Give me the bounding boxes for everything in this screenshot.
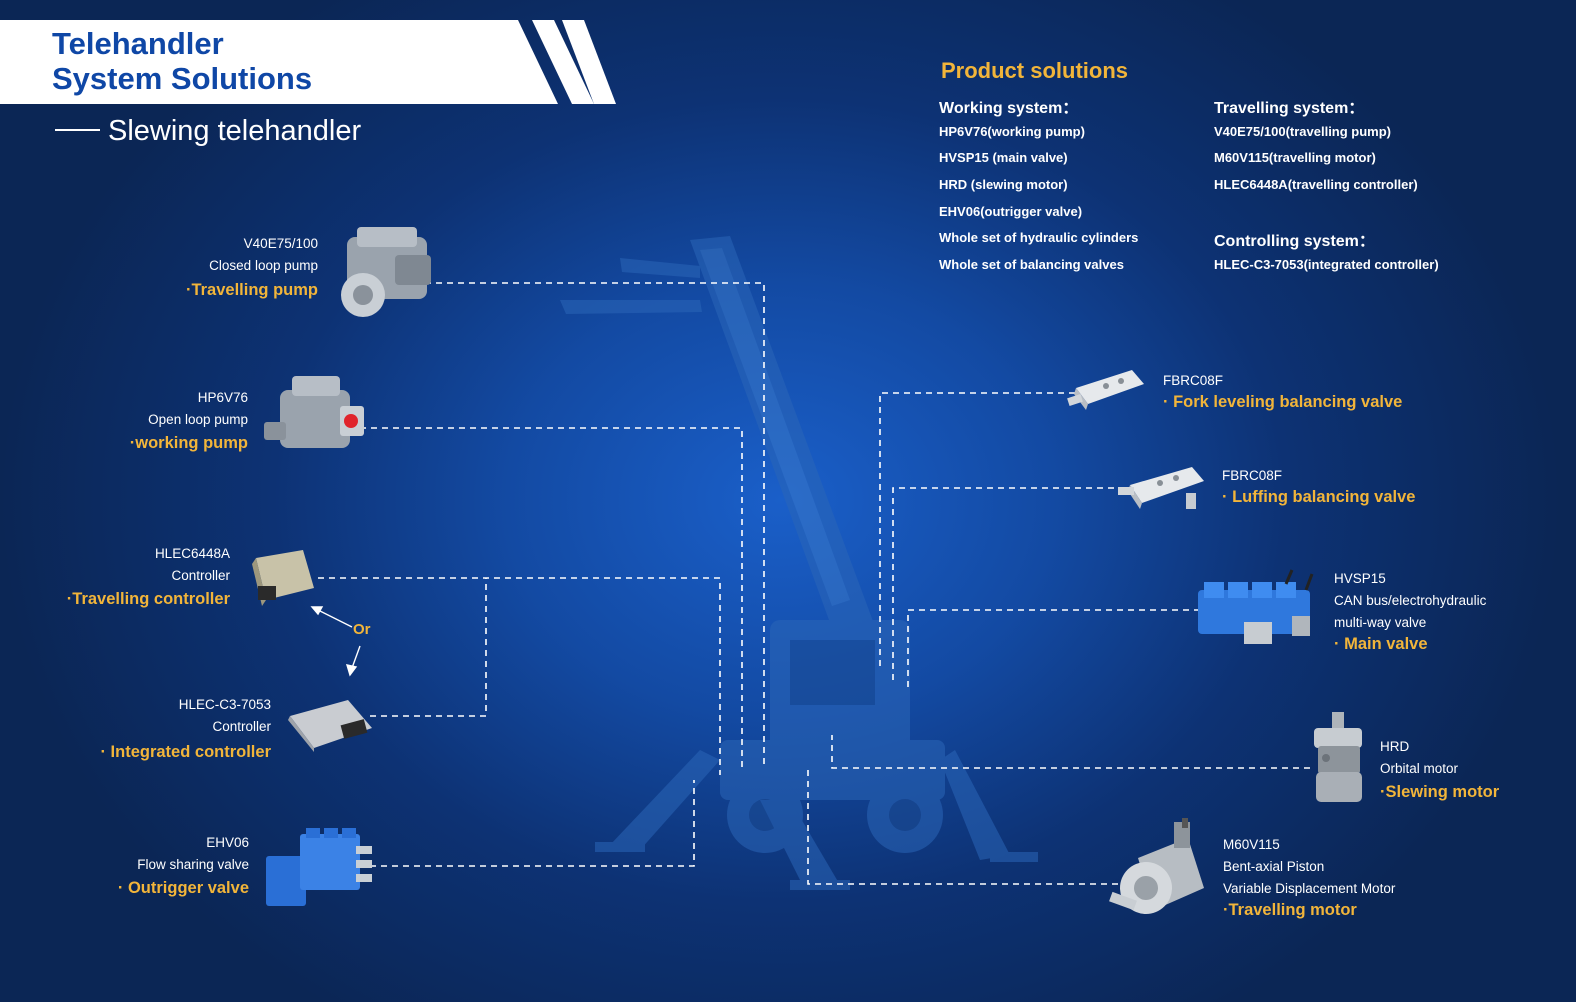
luffing-balancing-valve-icon	[1118, 467, 1204, 509]
component-role: ·Travelling controller	[66, 590, 230, 608]
component-model: HVSP15	[1334, 571, 1386, 586]
connector-fork-leveling-valve	[879, 392, 1075, 670]
component-desc: multi-way valve	[1334, 615, 1427, 630]
travelling-system-item: M60V115(travelling motor)	[1214, 150, 1376, 165]
component-model: EHV06	[206, 835, 249, 850]
working-system-item: Whole set of balancing valves	[939, 257, 1124, 272]
connector-luffing-valve	[892, 487, 1125, 680]
component-role: · Main valve	[1334, 635, 1428, 653]
component-role: · Outrigger valve	[117, 879, 249, 897]
component-role: · Integrated controller	[100, 743, 271, 761]
component-role: ·Travelling pump	[185, 281, 318, 299]
page-title-line2: System Solutions	[52, 61, 313, 96]
working-system-item: Whole set of hydraulic cylinders	[939, 230, 1139, 245]
product-solutions-title: Product solutions	[941, 58, 1128, 83]
component-role: · Luffing balancing valve	[1222, 488, 1416, 506]
open-loop-pump-icon	[264, 376, 364, 448]
or-arrows	[310, 606, 361, 677]
travelling-motor-icon	[1109, 818, 1204, 914]
outrigger-valve-icon	[266, 828, 372, 906]
connector-integrated-controller	[370, 578, 487, 717]
connector-travelling-pump	[425, 282, 765, 765]
component-model: FBRC08F	[1222, 468, 1283, 483]
subtitle-text: Slewing telehandler	[108, 115, 362, 147]
travelling-system-item: HLEC6448A(travelling controller)	[1214, 177, 1418, 192]
working-system-item: HP6V76(working pump)	[939, 124, 1085, 139]
component-model: HP6V76	[197, 390, 248, 405]
page-title-line1: Telehandler	[52, 26, 224, 61]
connector-outrigger-valve	[370, 780, 695, 867]
slewing-motor-icon	[1314, 712, 1362, 802]
component-role: ·working pump	[129, 434, 248, 452]
connector-travelling-motor	[807, 770, 1118, 885]
component-desc: Controller	[171, 568, 230, 583]
component-model: M60V115	[1223, 837, 1280, 852]
component-model: HLEC6448A	[154, 546, 230, 561]
component-role: ·Travelling motor	[1223, 901, 1357, 919]
component-model: FBRC08F	[1163, 373, 1224, 388]
component-model: HRD	[1380, 739, 1410, 754]
travelling-controller-icon	[252, 550, 314, 606]
header-banner	[0, 20, 616, 104]
connector-main-valve	[907, 609, 1200, 690]
integrated-controller-icon	[288, 700, 372, 752]
component-desc: Orbital motor	[1380, 761, 1459, 776]
component-desc: Variable Displacement Motor	[1223, 881, 1396, 896]
or-label: Or	[353, 621, 371, 638]
working-system-item: EHV06(outrigger valve)	[939, 204, 1083, 219]
connector-working-pump	[360, 427, 743, 770]
page-subtitle: Slewing telehandler	[55, 112, 361, 150]
component-desc: CAN bus/electrohydraulic	[1334, 593, 1487, 608]
fork-leveling-balancing-valve-icon	[1067, 370, 1144, 410]
component-desc: Controller	[212, 719, 271, 734]
connector-slewing-motor	[831, 735, 1310, 769]
controlling-system-heading: Controlling system：	[1214, 233, 1375, 250]
component-desc: Flow sharing valve	[137, 857, 249, 872]
component-desc: Bent-axial Piston	[1223, 859, 1325, 874]
component-model: V40E75/100	[243, 236, 318, 251]
connector-travelling-controller	[318, 577, 721, 775]
working-system-item: HRD (slewing motor)	[939, 177, 1068, 192]
subtitle-dash	[55, 129, 100, 132]
component-desc: Closed loop pump	[209, 258, 318, 273]
travelling-system-heading: Travelling system：	[1214, 100, 1365, 117]
controlling-system-item: HLEC-C3-7053(integrated controller)	[1214, 257, 1439, 272]
component-desc: Open loop pump	[148, 412, 248, 427]
closed-loop-pump-icon	[341, 227, 431, 317]
component-model: HLEC-C3-7053	[178, 697, 271, 712]
working-system-item: HVSP15 (main valve)	[939, 150, 1068, 165]
working-system-heading: Working system：	[939, 100, 1079, 117]
component-role: · Fork leveling balancing valve	[1163, 393, 1403, 411]
component-role: ·Slewing motor	[1380, 783, 1500, 801]
travelling-system-item: V40E75/100(travelling pump)	[1214, 124, 1392, 139]
main-valve-icon	[1198, 569, 1314, 644]
